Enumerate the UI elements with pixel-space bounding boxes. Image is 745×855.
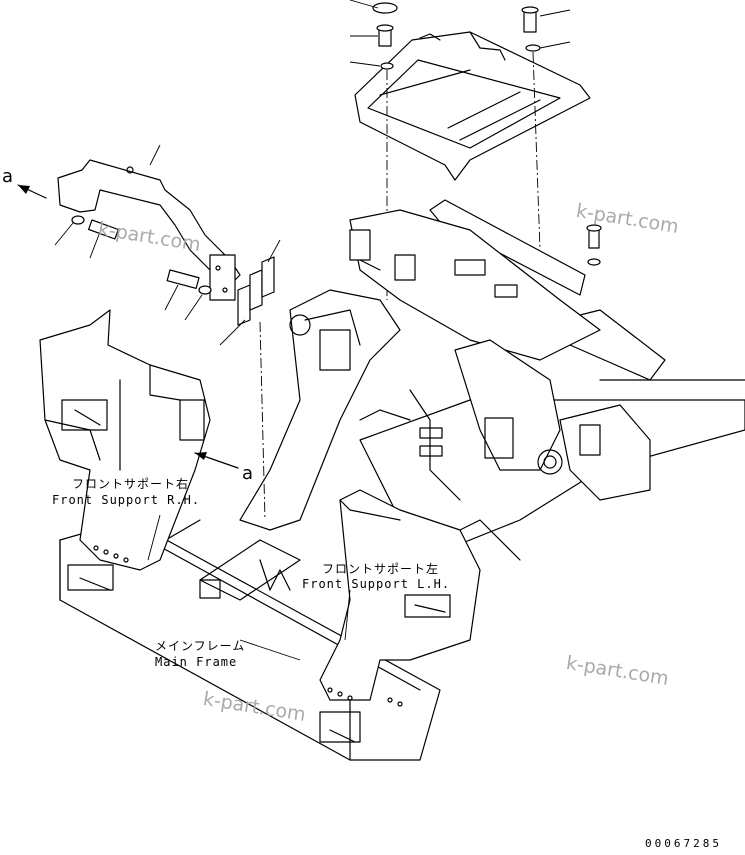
drawing-code: 00067285 xyxy=(645,837,722,850)
front-support-lh-label-en: Front Support L.H. xyxy=(302,577,451,591)
callout-a-lower: a xyxy=(242,463,254,484)
front-support-rh-label-jp: フロントサポート右 xyxy=(72,477,190,491)
top-fasteners xyxy=(349,0,602,300)
callout-a-upper: a xyxy=(2,166,14,187)
front-support-lh-label-jp: フロントサポート左 xyxy=(322,562,440,576)
front-support-rh-label-en: Front Support R.H. xyxy=(52,493,201,507)
cover-plate xyxy=(354,31,591,181)
main-frame-label-en: Main Frame xyxy=(155,655,238,669)
label-leaders xyxy=(147,514,351,661)
left-bracket xyxy=(54,144,281,521)
main-frame-label-jp: メインフレーム xyxy=(155,639,246,653)
front-support-rh xyxy=(39,309,211,571)
front-support-lh xyxy=(319,489,521,707)
callout-arrows xyxy=(17,184,239,469)
